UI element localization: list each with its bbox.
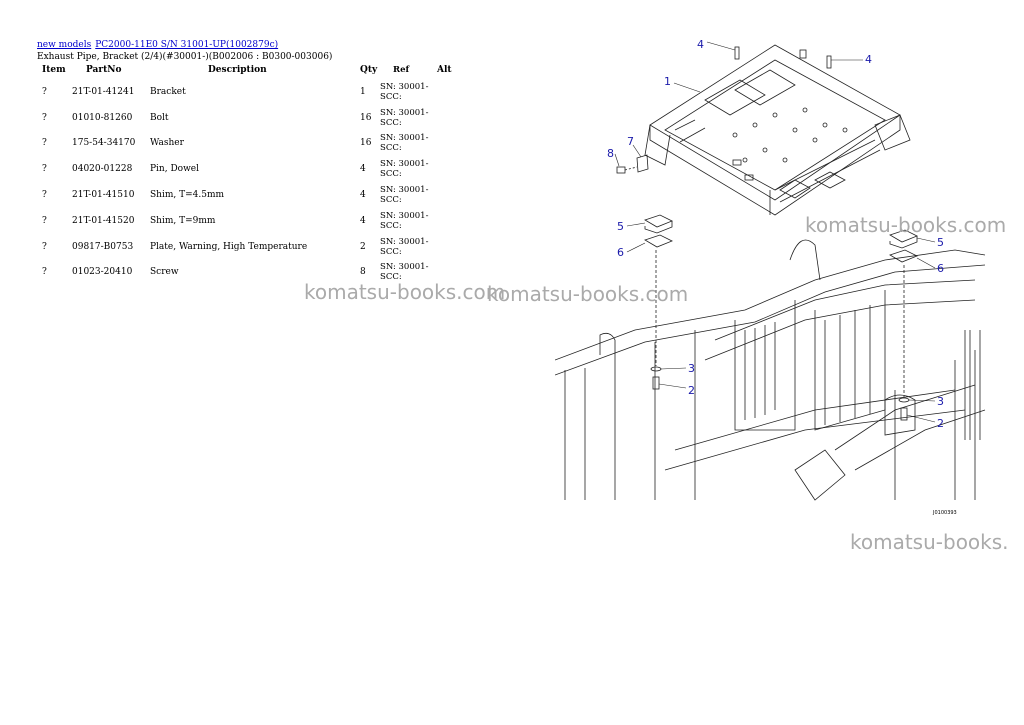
dowel-pin-right (826, 55, 832, 69)
table-row: ? 09817-B0753 Plate, Warning, High Tempe… (37, 234, 457, 260)
dowel-pin-left (734, 46, 740, 60)
cell-description: Bolt (150, 112, 169, 123)
cell-partno: 04020-01228 (72, 164, 133, 175)
cell-qty: 4 (360, 190, 366, 201)
cell-partno: 175-54-34170 (72, 138, 136, 149)
column-header-item: Item (42, 65, 66, 75)
column-header-ref: Ref (393, 65, 410, 75)
cell-alt (437, 131, 457, 157)
bolt-washer-left (650, 250, 662, 390)
watermark: komatsu-books. (850, 530, 1009, 554)
callout-4-right: 4 (865, 53, 872, 66)
cell-ref: SN: 30001-SCC: (380, 159, 429, 180)
cell-qty: 8 (360, 267, 366, 278)
callout-4-left: 4 (697, 38, 704, 51)
machine-frame (555, 239, 986, 501)
cell-description: Shim, T=4.5mm (150, 190, 225, 201)
callout-8: 8 (607, 147, 614, 160)
shims-left (644, 214, 673, 248)
cell-item: ? (42, 241, 47, 252)
cell-qty: 4 (360, 215, 366, 226)
warning-plate (636, 154, 649, 173)
cell-ref: SN: 30001-SCC: (380, 133, 429, 154)
cell-alt (437, 79, 457, 105)
cell-description: Washer (150, 138, 184, 149)
callout-2-right: 2 (937, 417, 944, 430)
cell-qty: 16 (360, 112, 372, 123)
cell-description: Screw (150, 267, 179, 278)
cell-ref: SN: 30001-SCC: (380, 81, 429, 102)
cell-ref: SN: 30001-SCC: (380, 107, 429, 128)
cell-qty: 4 (360, 164, 366, 175)
parts-table: Item PartNo Description Qty Ref Alt ? 21… (37, 65, 457, 285)
table-row: ? 01023-20410 Screw 8 SN: 30001-SCC: (37, 260, 457, 286)
cell-item: ? (42, 190, 47, 201)
cell-alt (437, 208, 457, 234)
shims-right (889, 229, 918, 263)
cell-partno: 21T-01-41241 (72, 86, 135, 97)
callout-7: 7 (627, 135, 634, 148)
cell-description: Shim, T=9mm (150, 215, 216, 226)
cell-alt (437, 260, 457, 286)
callout-2-left: 2 (688, 384, 695, 397)
drawing-code: J0100393 (932, 510, 957, 516)
callout-5-left: 5 (617, 220, 624, 233)
screw (616, 166, 638, 174)
callout-5-right: 5 (937, 236, 944, 249)
cell-item: ? (42, 164, 47, 175)
cell-partno: 01010-81260 (72, 112, 133, 123)
cell-partno: 21T-01-41510 (72, 190, 135, 201)
cell-item: ? (42, 215, 47, 226)
cell-item: ? (42, 86, 47, 97)
cell-qty: 2 (360, 241, 366, 252)
cell-partno: 21T-01-41520 (72, 215, 135, 226)
callout-6-left: 6 (617, 246, 624, 259)
callout-6-right: 6 (937, 262, 944, 275)
cell-description: Pin, Dowel (150, 164, 199, 175)
cell-alt (437, 234, 457, 260)
column-header-description: Description (208, 65, 267, 75)
table-header-row: Item PartNo Description Qty Ref Alt (37, 65, 457, 79)
callout-3-right: 3 (937, 395, 944, 408)
cell-ref: SN: 30001-SCC: (380, 185, 429, 206)
model-link[interactable]: PC2000-11E0 S/N 31001-UP(1002879c) (95, 40, 279, 50)
table-row: ? 175-54-34170 Washer 16 SN: 30001-SCC: (37, 131, 457, 157)
cell-alt (437, 182, 457, 208)
callout-1: 1 (664, 75, 671, 88)
callout-3-left: 3 (688, 362, 695, 375)
cell-qty: 1 (360, 86, 366, 97)
cell-item: ? (42, 112, 47, 123)
table-row: ? 01010-81260 Bolt 16 SN: 30001-SCC: (37, 105, 457, 131)
bracket-assembly (644, 44, 911, 216)
cell-qty: 16 (360, 138, 372, 149)
cell-partno: 01023-20410 (72, 267, 133, 278)
cell-partno: 09817-B0753 (72, 241, 134, 252)
column-header-qty: Qty (360, 65, 378, 75)
cell-item: ? (42, 138, 47, 149)
parts-diagram: 4 4 1 7 8 5 6 5 6 3 2 3 2 J0100393 (555, 38, 986, 516)
cell-description: Bracket (150, 86, 186, 97)
page-title: Exhaust Pipe, Bracket (2/4)(#30001-)(B00… (37, 52, 333, 62)
cell-alt (437, 156, 457, 182)
callout-labels: 4 4 1 7 8 5 6 5 6 3 2 3 2 J0100393 (607, 38, 957, 516)
table-row: ? 21T-01-41520 Shim, T=9mm 4 SN: 30001-S… (37, 208, 457, 234)
cell-alt (437, 105, 457, 131)
table-row: ? 21T-01-41510 Shim, T=4.5mm 4 SN: 30001… (37, 182, 457, 208)
table-row: ? 21T-01-41241 Bracket 1 SN: 30001-SCC: (37, 79, 457, 105)
column-header-partno: PartNo (86, 65, 122, 75)
new-models-link[interactable]: new models (37, 40, 92, 50)
cell-description: Plate, Warning, High Temperature (150, 241, 308, 252)
cell-ref: SN: 30001-SCC: (380, 210, 429, 231)
table-row: ? 04020-01228 Pin, Dowel 4 SN: 30001-SCC… (37, 156, 457, 182)
column-header-alt: Alt (437, 65, 452, 75)
cell-ref: SN: 30001-SCC: (380, 236, 429, 257)
cell-ref: SN: 30001-SCC: (380, 262, 429, 283)
cell-item: ? (42, 267, 47, 278)
